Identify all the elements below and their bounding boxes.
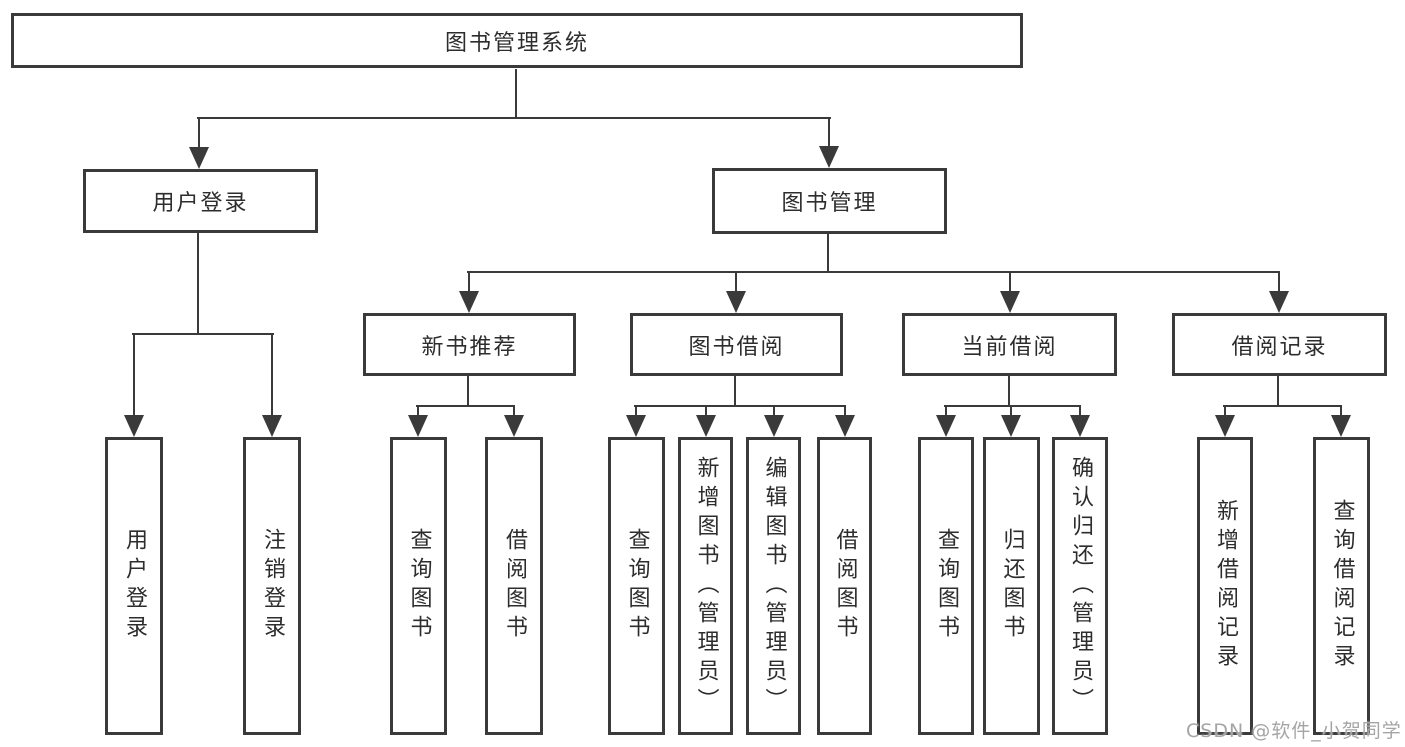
node-new-book-recommend-label: 新书推荐 [421, 334, 518, 360]
node-book-management-label: 图书管理 [781, 191, 878, 216]
leaf-records-add-record-label: 新增借阅记录 [1213, 499, 1238, 673]
node-user-login: 用户登录 [83, 169, 318, 233]
node-library-system: 图书管理系统 [11, 13, 1023, 68]
leaf-records-add-record: 新增借阅记录 [1197, 437, 1253, 735]
node-current-borrow: 当前借阅 [902, 313, 1117, 376]
connector-line [734, 376, 736, 407]
arrowhead-icon [189, 147, 209, 169]
arrowhead-icon [504, 415, 524, 437]
connector-line [515, 69, 517, 119]
leaf-current-return-book-label: 归还图书 [999, 528, 1025, 644]
node-current-borrow-label: 当前借阅 [961, 334, 1058, 360]
arrowhead-icon [262, 415, 282, 437]
node-new-book-recommend: 新书推荐 [363, 313, 576, 376]
connector-line [198, 119, 200, 149]
leaf-borrow-borrow-book: 借阅图书 [817, 437, 872, 735]
connector-line [133, 335, 135, 417]
connector-line [271, 335, 273, 417]
arrowhead-icon [936, 415, 956, 437]
connector-line [945, 407, 947, 417]
connector-line [773, 407, 775, 417]
arrowhead-icon [1000, 291, 1020, 313]
leaf-user-login: 用户登录 [105, 437, 163, 735]
connector-line [1277, 376, 1279, 407]
arrowhead-icon [1215, 415, 1235, 437]
leaf-borrow-query-book: 查询图书 [608, 437, 665, 735]
leaf-user-login-label: 用户登录 [122, 528, 147, 644]
connector-line [1079, 407, 1081, 417]
leaf-rec-query-book-label: 查询图书 [406, 528, 432, 644]
leaf-records-query-record-label: 查询借阅记录 [1329, 499, 1355, 673]
connector-line [1340, 407, 1342, 417]
connector-line [1010, 407, 1012, 417]
connector-line [1008, 376, 1010, 407]
connector-line [1009, 273, 1011, 293]
arrowhead-icon [835, 415, 855, 437]
connector-line [827, 234, 829, 273]
connector-line [1278, 273, 1280, 293]
arrowhead-icon [1070, 415, 1090, 437]
arrowhead-icon [819, 146, 839, 168]
arrowhead-icon [459, 291, 479, 313]
connector-line [467, 271, 1280, 273]
connector-line [635, 407, 637, 417]
leaf-rec-borrow-book-label: 借阅图书 [502, 528, 527, 644]
connector-line [416, 405, 515, 407]
arrowhead-icon [408, 415, 428, 437]
leaf-current-confirm-return: 确认归还（管理员） [1052, 437, 1108, 735]
connector-line [705, 407, 707, 417]
arrowhead-icon [726, 291, 746, 313]
node-borrow-records: 借阅记录 [1172, 313, 1387, 376]
leaf-borrow-query-book-label: 查询图书 [624, 528, 650, 644]
leaf-borrow-add-book-label: 新增图书（管理员） [693, 455, 719, 717]
node-borrow-records-label: 借阅记录 [1231, 334, 1328, 360]
connector-line [467, 376, 469, 407]
arrowhead-icon [696, 415, 716, 437]
node-book-management: 图书管理 [712, 168, 947, 234]
connector-line [735, 273, 737, 293]
connector-line [828, 119, 830, 148]
leaf-logout: 注销登录 [243, 437, 301, 735]
arrowhead-icon [1331, 415, 1351, 437]
node-library-system-label: 图书管理系统 [444, 30, 589, 56]
leaf-rec-query-book: 查询图书 [390, 437, 447, 735]
watermark: CSDN @软件_小贺同学 [1186, 720, 1402, 742]
leaf-borrow-edit-book: 编辑图书（管理员） [746, 437, 801, 735]
leaf-records-query-record: 查询借阅记录 [1313, 437, 1370, 735]
leaf-borrow-edit-book-label: 编辑图书（管理员） [761, 455, 787, 717]
connector-line [197, 117, 831, 119]
connector-line [1224, 407, 1226, 417]
connector-line [197, 233, 199, 335]
connector-line [844, 407, 846, 417]
connector-line [634, 405, 846, 407]
arrowhead-icon [1001, 415, 1021, 437]
leaf-rec-borrow-book: 借阅图书 [485, 437, 543, 735]
leaf-current-return-book: 归还图书 [983, 437, 1040, 735]
connector-line [1223, 405, 1342, 407]
leaf-logout-label: 注销登录 [260, 528, 285, 644]
arrowhead-icon [626, 415, 646, 437]
node-user-login-label: 用户登录 [152, 191, 249, 216]
connector-line [132, 333, 274, 335]
connector-line [468, 273, 470, 293]
leaf-borrow-borrow-book-label: 借阅图书 [832, 528, 858, 644]
leaf-current-query-book: 查询图书 [918, 437, 974, 735]
arrowhead-icon [1269, 291, 1289, 313]
node-book-borrow: 图书借阅 [630, 313, 843, 376]
node-book-borrow-label: 图书借阅 [688, 334, 785, 360]
connector-line [944, 405, 1081, 407]
arrowhead-icon [764, 415, 784, 437]
leaf-current-confirm-return-label: 确认归还（管理员） [1068, 455, 1093, 717]
connector-line [417, 407, 419, 417]
leaf-current-query-book-label: 查询图书 [934, 528, 959, 644]
connector-line [513, 407, 515, 417]
arrowhead-icon [124, 415, 144, 437]
leaf-borrow-add-book: 新增图书（管理员） [678, 437, 733, 735]
